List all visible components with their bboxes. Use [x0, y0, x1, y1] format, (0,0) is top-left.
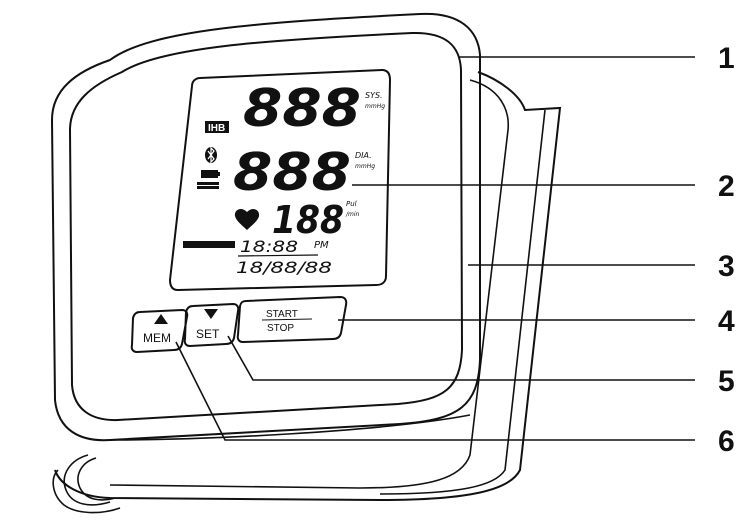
up-arrow-icon [154, 314, 168, 324]
systolic-digits: 888 [243, 79, 361, 139]
clock-date: 18/88/88 [236, 258, 332, 277]
callout-labels: 1 2 3 4 5 6 [718, 42, 735, 458]
heart-icon [234, 209, 260, 230]
callout-3: 3 [718, 250, 735, 283]
callout-6: 6 [718, 425, 735, 458]
ihb-badge [205, 121, 229, 133]
monitor-body [50, 12, 481, 442]
memory-indicator-bar [183, 241, 235, 248]
diastolic-digits: 888 [233, 143, 351, 203]
set-button-label: SET [196, 327, 220, 341]
callout-1: 1 [718, 42, 735, 75]
down-arrow-icon [204, 309, 218, 319]
ihb-label: IHB [208, 123, 225, 134]
diastolic-unit: mmHg [355, 163, 375, 170]
clock-ampm: PM [314, 240, 329, 251]
callout-4: 4 [718, 305, 735, 338]
bluetooth-icon [205, 146, 217, 164]
pulse-unit: /min [345, 211, 360, 218]
mem-button[interactable]: MEM [130, 308, 189, 354]
stacked-indicator-icon [197, 182, 219, 189]
clock-time: 18:88 [240, 237, 298, 256]
start-stop-button[interactable]: START STOP [236, 295, 348, 344]
pulse-digits: 188 [272, 198, 344, 242]
stop-label: STOP [267, 323, 294, 334]
systolic-label: SYS. [365, 91, 383, 100]
callout-2: 2 [718, 170, 735, 203]
set-button[interactable]: SET [183, 302, 240, 348]
diastolic-label: DIA. [355, 151, 372, 160]
mem-button-label: MEM [143, 331, 171, 345]
start-label: START [266, 309, 298, 320]
lcd-screen: 888 SYS. mmHg IHB 888 DIA. mmHg 188 Pul … [168, 68, 392, 292]
wrist-cuff [52, 71, 562, 514]
callout-5: 5 [718, 365, 735, 398]
battery-icon [201, 170, 220, 178]
pulse-label: Pul [346, 200, 357, 208]
callout-lines [175, 56, 695, 441]
systolic-unit: mmHg [365, 103, 385, 110]
